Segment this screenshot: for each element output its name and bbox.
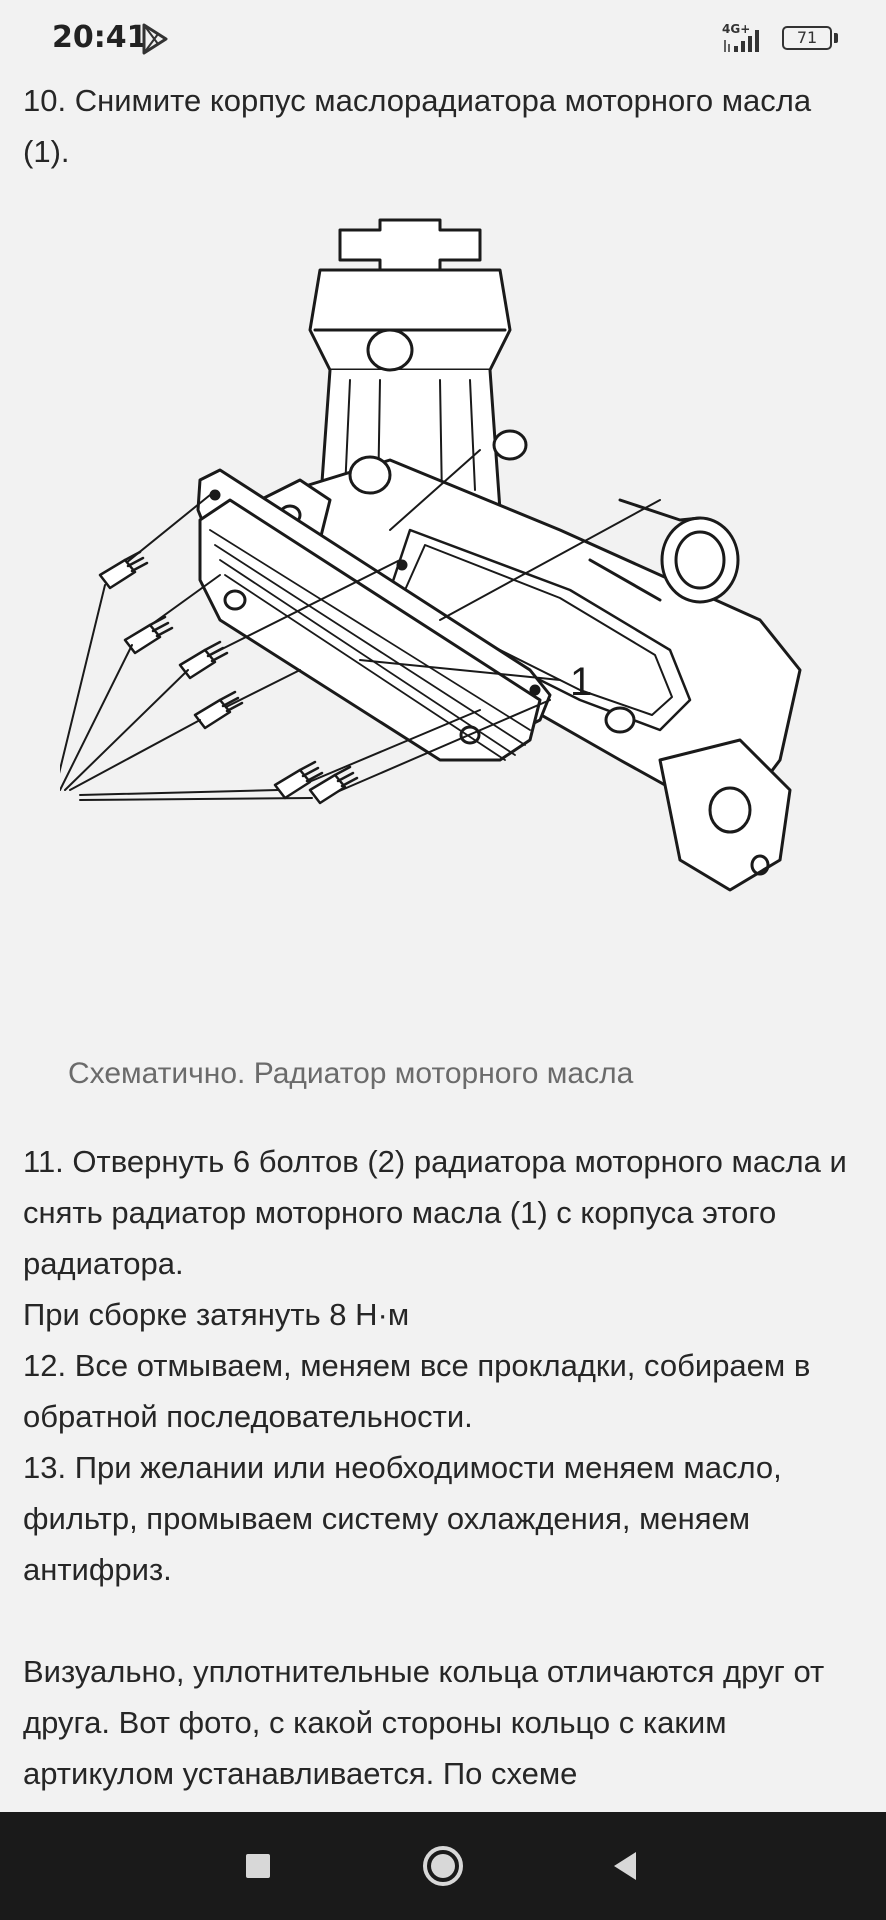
- battery-tip: [834, 33, 838, 43]
- home-icon[interactable]: [417, 1840, 469, 1892]
- step-13-text: 13. При желании или необходимости меняем…: [23, 1450, 782, 1587]
- sealing-rings-paragraph: Визуально, уплотнительные кольца отличаю…: [23, 1654, 825, 1791]
- recent-apps-icon[interactable]: [232, 1840, 284, 1892]
- navigation-bar: [0, 1812, 886, 1920]
- signal-icon: [724, 30, 759, 52]
- step-10-text: 10. Снимите корпус маслорадиатора моторн…: [23, 83, 812, 169]
- step-11-text: 11. Отвернуть 6 болтов (2) радиатора мот…: [23, 1144, 847, 1281]
- status-time: 20:41: [52, 20, 148, 55]
- network-type: 4G+: [722, 22, 751, 36]
- back-icon[interactable]: [600, 1840, 652, 1892]
- oil-cooler-diagram: 1 2: [60, 218, 802, 892]
- status-bar: 20:41 4G+ 71: [0, 0, 886, 78]
- battery-icon: 71: [782, 26, 832, 50]
- step-12-text: 12. Все отмываем, меняем все прокладки, …: [23, 1348, 811, 1434]
- play-store-icon: [142, 23, 168, 55]
- article-content: 10. Снимите корпус маслорадиатора моторн…: [23, 83, 847, 1791]
- torque-note: При сборке затянуть 8 Н·м: [23, 1297, 410, 1332]
- part-label-1: 1: [570, 660, 592, 704]
- figure-caption: Схематично. Радиатор моторного масла: [68, 1057, 634, 1090]
